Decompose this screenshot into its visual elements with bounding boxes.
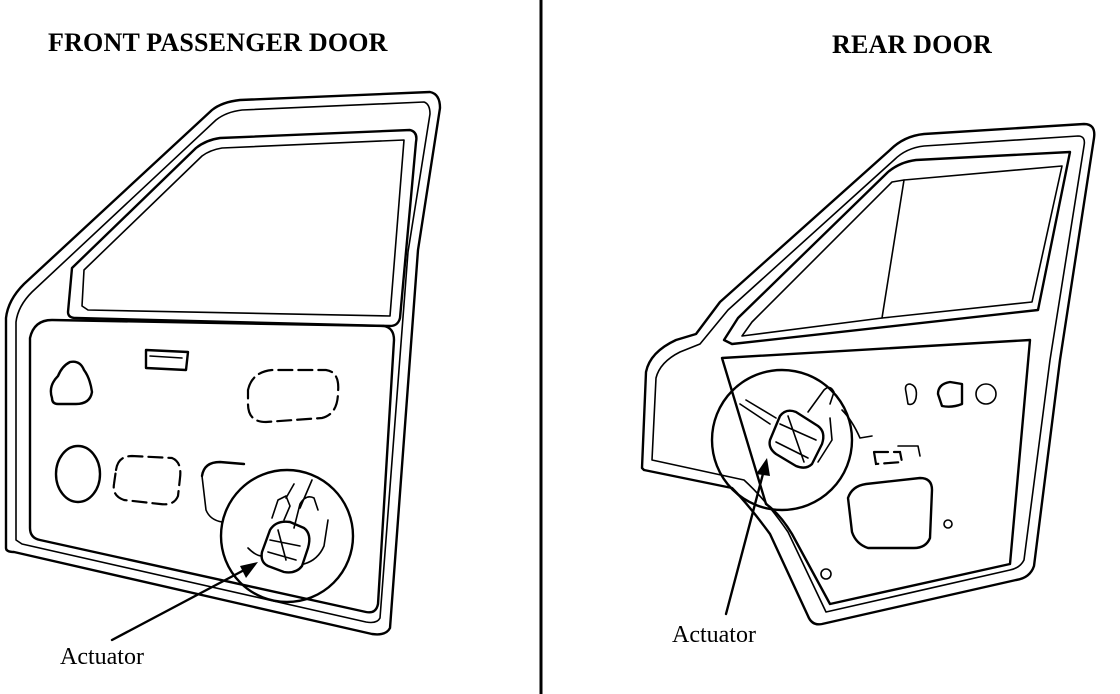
rear-panel-title: REAR DOOR <box>832 30 992 59</box>
front-panel-title: FRONT PASSENGER DOOR <box>48 28 388 57</box>
front-actuator-label: Actuator <box>60 644 144 670</box>
rear-actuator-label: Actuator <box>672 622 756 648</box>
rear-door-drawing <box>640 122 1096 626</box>
front-door-drawing <box>4 90 442 642</box>
